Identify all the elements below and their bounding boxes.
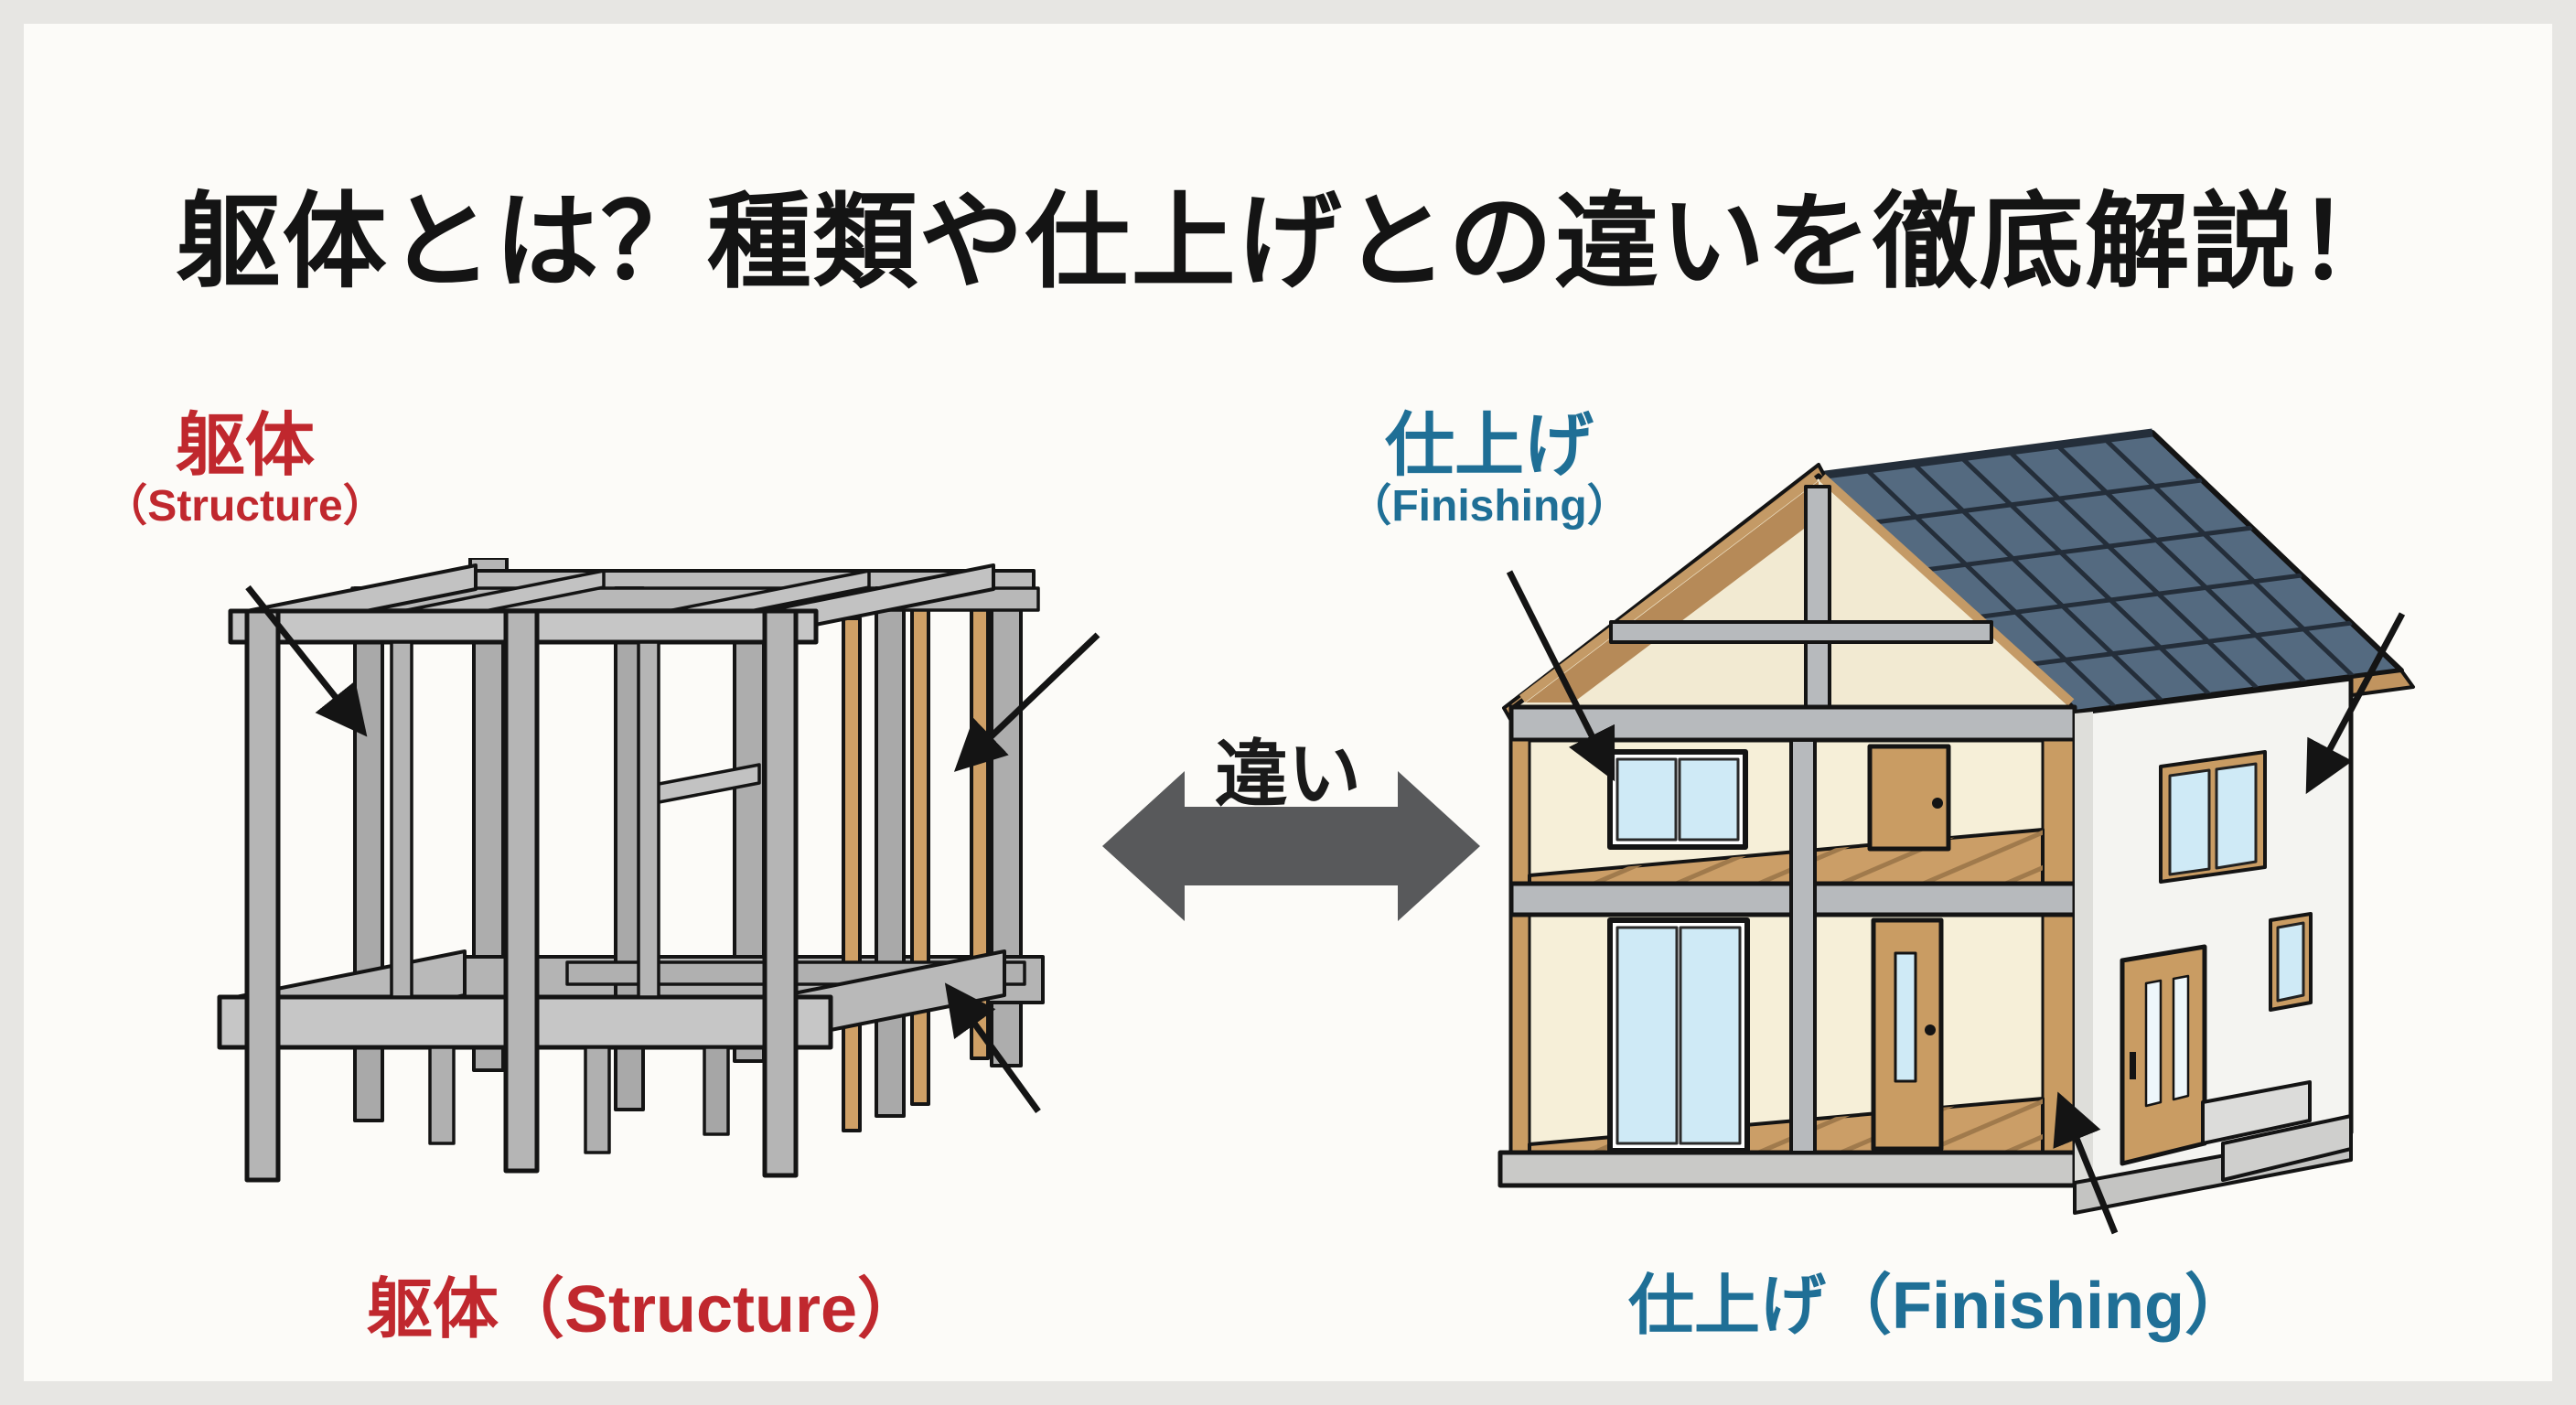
- structure-label-main: 躯体: [175, 407, 315, 485]
- finished-house-illustration: [1497, 428, 2415, 1215]
- structure-caption: 躯体（Structure）: [366, 1273, 924, 1346]
- structure-label-sub: （Structure）: [103, 481, 387, 531]
- finishing-label-main: 仕上げ: [1385, 407, 1594, 485]
- finishing-label-sub: （Finishing）: [1347, 481, 1631, 531]
- structure-frame-illustration: [217, 558, 1045, 1183]
- difference-label: 違い: [1215, 734, 1361, 815]
- page-title: 躯体とは？種類や仕上げとの違いを徹底解説！: [176, 185, 2404, 301]
- finishing-caption: 仕上げ（Finishing）: [1628, 1270, 2250, 1343]
- structure-label-top: 躯体 （Structure）: [103, 410, 386, 531]
- finishing-label-top: 仕上げ （Finishing）: [1347, 410, 1630, 531]
